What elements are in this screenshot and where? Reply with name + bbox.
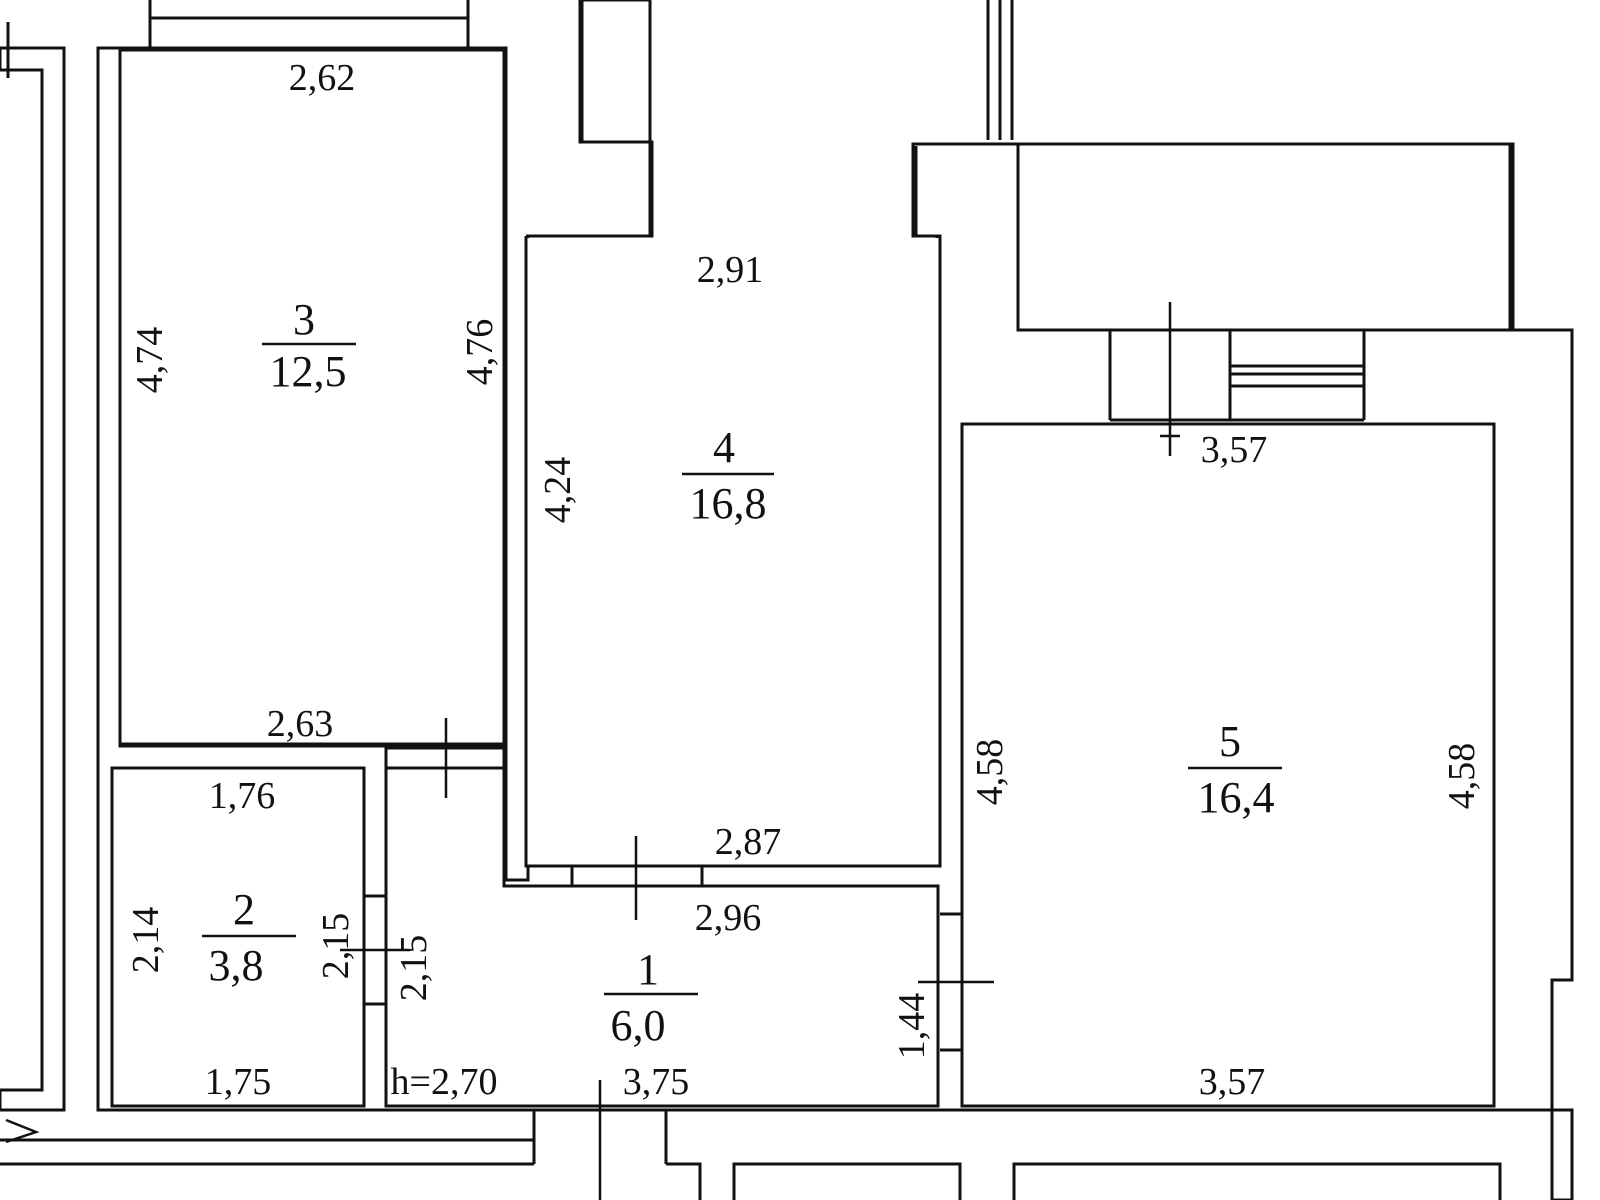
dim-room2-left: 2,14 (125, 907, 167, 974)
arrow-left (5, 1118, 40, 1144)
dim-room5-top: 3,57 (1201, 429, 1268, 471)
room2-outline (110, 766, 366, 1108)
room-number: 5 (1219, 717, 1241, 766)
room5-outline (960, 422, 1496, 1108)
room-label-2: 2 3,8 (202, 885, 296, 990)
room-label-3: 3 12,5 (262, 295, 356, 396)
dim-room4-left: 4,24 (537, 457, 579, 524)
balcony-right-rail (986, 0, 1014, 140)
balcony-door-frame (1108, 330, 1366, 422)
dim-room3-bottom: 2,63 (267, 703, 334, 745)
wall-bottom-corridor (0, 1138, 1502, 1200)
dimension-labels: 2,62 4,74 4,76 2,63 2,91 4,24 2,87 2,96 … (125, 57, 1483, 1103)
balcony-right (911, 144, 1512, 332)
dim-room3-top: 2,62 (289, 57, 356, 99)
dim-room1-top: 2,96 (695, 897, 762, 939)
room-area: 6,0 (611, 1001, 666, 1050)
room-labels: 3 12,5 4 16,8 5 16,4 2 3,8 1 6,0 (202, 295, 1282, 1050)
dim-room1-left: 2,15 (393, 935, 435, 1002)
dim-room5-right: 4,58 (1441, 743, 1483, 810)
room-number: 3 (293, 295, 315, 344)
balcony-top (148, 0, 470, 48)
entrance-door-frame (532, 1110, 668, 1164)
ceiling-height: h=2,70 (391, 1061, 498, 1103)
wall-left-strip (0, 46, 66, 1112)
dim-room2-top: 1,76 (209, 775, 276, 817)
dim-room3-right: 4,76 (459, 319, 501, 386)
room4-fill (527, 238, 939, 865)
room-label-1: 1 6,0 (604, 945, 698, 1050)
room4-walls (524, 0, 942, 868)
balcony-door-swing (1160, 302, 1180, 456)
dim-room4-top: 2,91 (697, 249, 764, 291)
dim-room4-bottom: 2,87 (715, 821, 782, 863)
room-area: 3,8 (209, 941, 264, 990)
dim-room1-right: 1,44 (891, 993, 933, 1060)
door-room2-frame (364, 894, 386, 1006)
room-area: 12,5 (270, 347, 347, 396)
room3-outline (118, 48, 508, 748)
door-room4-frame (570, 866, 704, 886)
room-area: 16,4 (1198, 773, 1275, 822)
dim-room1-bottom: 3,75 (623, 1061, 690, 1103)
dim-room2-right: 2,15 (315, 913, 357, 980)
room-number: 4 (713, 423, 735, 472)
room-label-5: 5 16,4 (1188, 717, 1282, 822)
room-number: 2 (233, 885, 255, 934)
dim-room5-bottom: 3,57 (1199, 1061, 1266, 1103)
room-area: 16,8 (690, 479, 767, 528)
dim-room3-left: 4,74 (129, 327, 171, 394)
room-label-4: 4 16,8 (682, 423, 774, 528)
door-room5-frame (940, 912, 962, 1052)
room-number: 1 (637, 945, 659, 994)
dim-room5-left: 4,58 (969, 739, 1011, 806)
dim-room2-bottom: 1,75 (205, 1061, 272, 1103)
